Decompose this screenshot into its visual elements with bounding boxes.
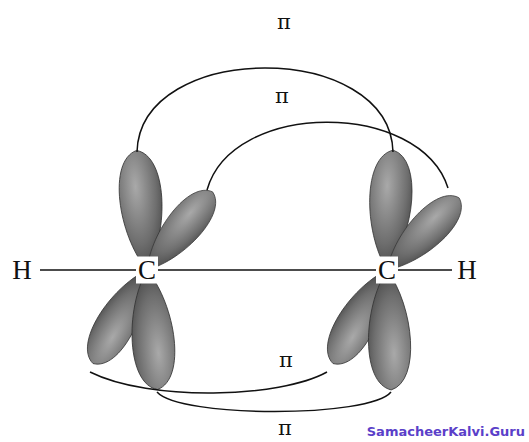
- pi-bond-arc: [157, 392, 391, 412]
- pi-bond-arc: [137, 68, 393, 152]
- atom-symbol: H: [10, 257, 34, 284]
- watermark: SamacheerKalvi.Guru: [367, 425, 525, 438]
- pi-bond-arc: [90, 372, 327, 393]
- atom-symbol: C: [136, 257, 158, 284]
- atom-symbol: H: [455, 257, 479, 284]
- pi-label: π: [277, 350, 295, 371]
- pi-label: π: [275, 12, 293, 33]
- p-orbital-lobe: [366, 269, 412, 390]
- atom-symbol: C: [376, 257, 398, 284]
- pi-label: π: [276, 418, 294, 439]
- pi-label: π: [273, 86, 291, 107]
- p-orbital-lobe: [126, 268, 178, 391]
- pi-bond-arc: [207, 122, 448, 190]
